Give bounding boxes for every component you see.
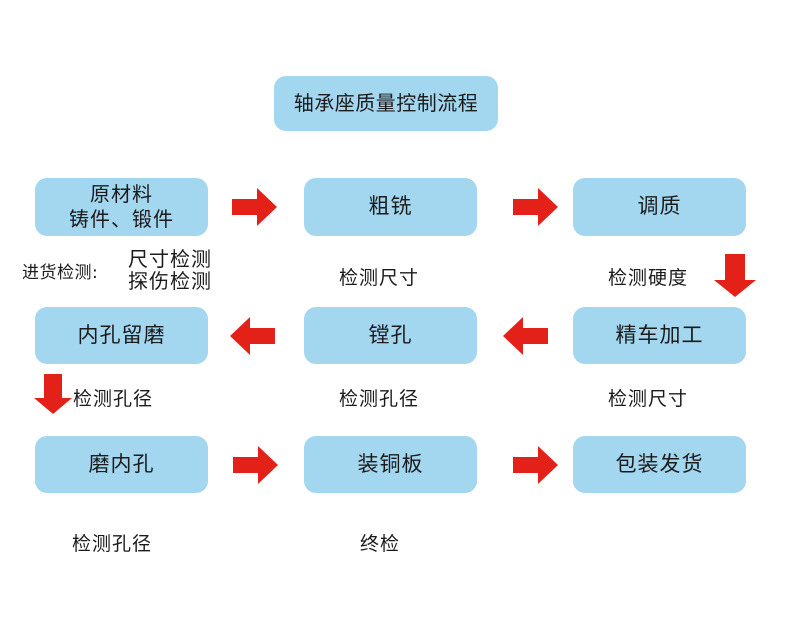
caption-incoming-inspection-items: 尺寸检测 探伤检测 — [128, 247, 212, 294]
arrow-right-icon-grind-to-copper — [233, 446, 278, 484]
arrow-down-icon-temper-to-fine-turn — [714, 254, 756, 297]
node-boring: 镗孔 — [304, 307, 477, 364]
node-install-copper-plate-label: 装铜板 — [357, 451, 424, 476]
arrow-right-icon-raw-to-rough-mill — [232, 188, 277, 226]
caption-install-copper-plate: 终检 — [360, 533, 401, 555]
node-raw-material-label: 原材料 铸件、锻件 — [69, 182, 174, 231]
node-fine-turning: 精车加工 — [573, 307, 746, 364]
arrow-down-icon-bore-grind-to-grind-bore — [34, 374, 72, 414]
node-install-copper-plate: 装铜板 — [304, 436, 477, 493]
caption-incoming-inspection-prefix: 进货检测: — [22, 263, 99, 283]
caption-rough-mill: 检测尺寸 — [339, 267, 420, 289]
node-title: 轴承座质量控制流程 — [274, 76, 498, 131]
node-bore-grind-allowance-label: 内孔留磨 — [77, 322, 166, 347]
node-grind-inner-bore: 磨内孔 — [35, 436, 208, 493]
node-raw-material: 原材料 铸件、锻件 — [35, 178, 208, 236]
node-bore-grind-allowance: 内孔留磨 — [35, 307, 208, 364]
caption-bore-grind-allowance: 检测孔径 — [73, 388, 154, 410]
caption-boring: 检测孔径 — [339, 388, 420, 410]
caption-fine-turning: 检测尺寸 — [608, 388, 689, 410]
node-packing-shipping-label: 包装发货 — [615, 451, 704, 476]
node-rough-mill: 粗铣 — [304, 178, 477, 236]
caption-grind-inner-bore: 检测孔径 — [72, 533, 153, 555]
arrow-right-icon-rough-mill-to-temper — [513, 188, 558, 226]
arrow-left-icon-boring-to-bore-grind — [230, 317, 275, 355]
node-grind-inner-bore-label: 磨内孔 — [88, 451, 155, 476]
node-fine-turning-label: 精车加工 — [615, 322, 704, 347]
node-title-label: 轴承座质量控制流程 — [293, 91, 479, 116]
arrow-right-icon-copper-to-packing — [513, 446, 558, 484]
node-temper-label: 调质 — [637, 194, 682, 219]
node-boring-label: 镗孔 — [368, 322, 413, 347]
caption-temper: 检测硬度 — [608, 267, 689, 289]
arrow-left-icon-fine-turn-to-boring — [503, 317, 548, 355]
node-packing-shipping: 包装发货 — [573, 436, 746, 493]
node-temper: 调质 — [573, 178, 746, 236]
node-rough-mill-label: 粗铣 — [368, 194, 413, 219]
